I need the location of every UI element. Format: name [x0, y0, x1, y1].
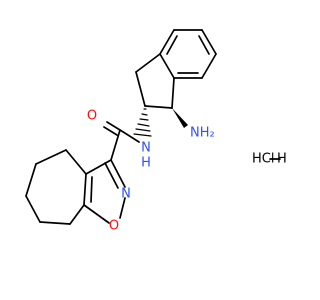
hashed-bond-c2-n: [133, 108, 152, 137]
amide-nitrogen-label: N: [141, 141, 151, 156]
bond-c3a-c3: [135, 53, 161, 73]
bond-c2-c1: [144, 105, 173, 109]
bond-c3a-c3: [85, 159, 112, 175]
bond-c4-c5: [35, 149, 67, 165]
bond-amide-c-n: [119, 129, 140, 143]
bond-c6-c7: [25, 195, 41, 223]
bond-c3-n2: [110, 159, 126, 188]
chemical-structure-diagram: O N H NH₂ N O HCl H: [25, 29, 287, 234]
bond-c7-c8: [39, 221, 71, 225]
bond-carbonyl-1: [106, 121, 121, 131]
bond-inner-2: [198, 35, 210, 55]
bond-n2-o1: [119, 197, 126, 219]
isoxazole-nitrogen-label: N: [121, 187, 131, 202]
bond-c1-c7a: [171, 77, 175, 109]
bond-c8-c8a: [69, 204, 85, 225]
atom-label-layer: O N H NH₂ N O HCl H: [87, 109, 287, 234]
bond-carbonyl-2: [103, 126, 118, 136]
amine-label: NH₂: [190, 126, 215, 141]
bond-c7-c7a: [159, 53, 175, 79]
bond-c6-c5: [201, 53, 217, 79]
bond-layer: [25, 29, 217, 225]
carbonyl-oxygen-label: O: [87, 109, 97, 124]
wedge-bond-c1-nh2: [172, 108, 188, 128]
bond-c8a-c3a: [83, 173, 87, 206]
bond-inner-3: [166, 35, 178, 55]
bond-c5-c6: [25, 163, 37, 197]
bond-c3-c3a: [159, 29, 175, 55]
bond-c3a-c4: [65, 149, 87, 175]
bond-c3-c2: [135, 71, 146, 107]
bond-c3-n2-double: [104, 162, 119, 189]
bond-o1-c8a: [83, 204, 110, 224]
amide-hydrogen-label: H: [141, 156, 151, 171]
bond-amide-c-c3: [110, 129, 121, 161]
bond-c5-c4: [201, 29, 217, 55]
isoxazole-oxygen-label: O: [109, 219, 119, 234]
bond-c8a-c3a-double: [90, 176, 93, 203]
